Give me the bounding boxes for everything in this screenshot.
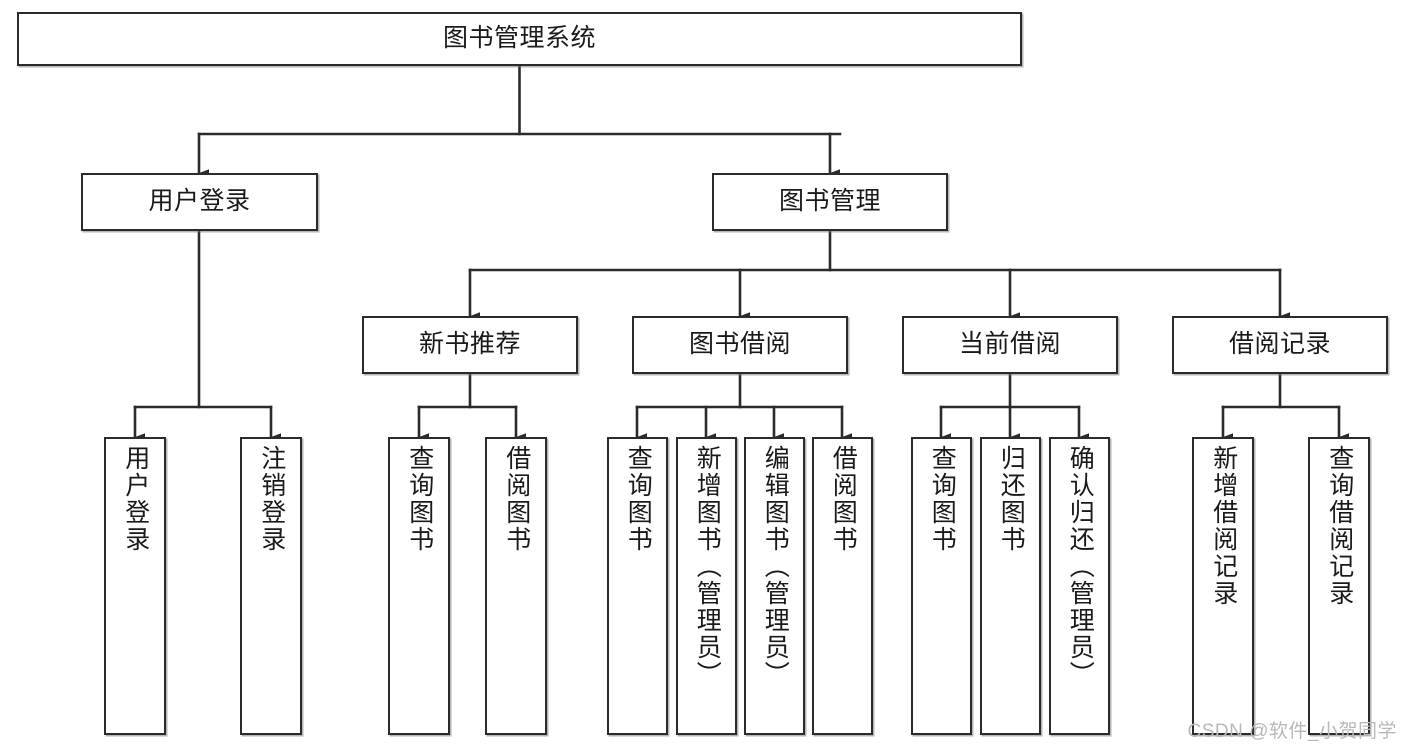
node-book-management[interactable]: 图书管理 xyxy=(712,173,948,231)
node-label: 用户登录 xyxy=(121,445,150,553)
csdn-watermark: CSDN @软件_小贺同学 xyxy=(1187,721,1397,742)
node-new-book-recommend[interactable]: 新书推荐 xyxy=(362,316,578,374)
node-label: 编辑图书（管理员） xyxy=(761,445,790,688)
node-label: 新增图书（管理员） xyxy=(693,445,722,688)
leaf-edit-book-admin[interactable]: 编辑图书（管理员） xyxy=(744,437,805,735)
node-label: 查询图书 xyxy=(624,445,653,553)
leaf-query-book-recommend[interactable]: 查询图书 xyxy=(388,437,450,735)
node-user-login[interactable]: 用户登录 xyxy=(81,173,318,231)
node-label: 当前借阅 xyxy=(958,330,1061,359)
leaf-query-book-borrow[interactable]: 查询图书 xyxy=(607,437,668,735)
node-borrow-record[interactable]: 借阅记录 xyxy=(1172,316,1388,374)
node-label: 用户登录 xyxy=(148,187,251,216)
leaf-user-login[interactable]: 用户登录 xyxy=(104,437,166,735)
node-root-book-management-system[interactable]: 图书管理系统 xyxy=(17,12,1022,66)
leaf-logout-login[interactable]: 注销登录 xyxy=(240,437,302,735)
node-current-borrow[interactable]: 当前借阅 xyxy=(902,316,1118,374)
node-label: 图书管理 xyxy=(778,187,881,216)
node-label: 新书推荐 xyxy=(418,330,521,359)
node-label: 确认归还（管理员） xyxy=(1066,445,1095,688)
node-label: 查询图书 xyxy=(405,445,434,553)
leaf-borrow-book[interactable]: 借阅图书 xyxy=(812,437,873,735)
leaf-add-borrow-record[interactable]: 新增借阅记录 xyxy=(1192,437,1254,735)
node-label: 借阅记录 xyxy=(1228,330,1331,359)
leaf-return-book[interactable]: 归还图书 xyxy=(980,437,1041,735)
leaf-add-book-admin[interactable]: 新增图书（管理员） xyxy=(676,437,737,735)
leaf-query-borrow-record[interactable]: 查询借阅记录 xyxy=(1308,437,1370,735)
node-label: 借阅图书 xyxy=(502,445,531,553)
node-label: 查询图书 xyxy=(928,445,957,553)
node-label: 归还图书 xyxy=(997,445,1026,553)
node-label: 借阅图书 xyxy=(829,445,858,553)
leaf-confirm-return-admin[interactable]: 确认归还（管理员） xyxy=(1049,437,1110,735)
node-book-borrow[interactable]: 图书借阅 xyxy=(632,316,848,374)
leaf-borrow-book-recommend[interactable]: 借阅图书 xyxy=(485,437,547,735)
node-label: 注销登录 xyxy=(257,445,286,553)
node-label: 查询借阅记录 xyxy=(1325,445,1354,607)
leaf-query-book-current[interactable]: 查询图书 xyxy=(911,437,972,735)
node-label: 新增借阅记录 xyxy=(1209,445,1238,607)
node-label: 图书管理系统 xyxy=(442,24,596,53)
node-label: 图书借阅 xyxy=(688,330,791,359)
